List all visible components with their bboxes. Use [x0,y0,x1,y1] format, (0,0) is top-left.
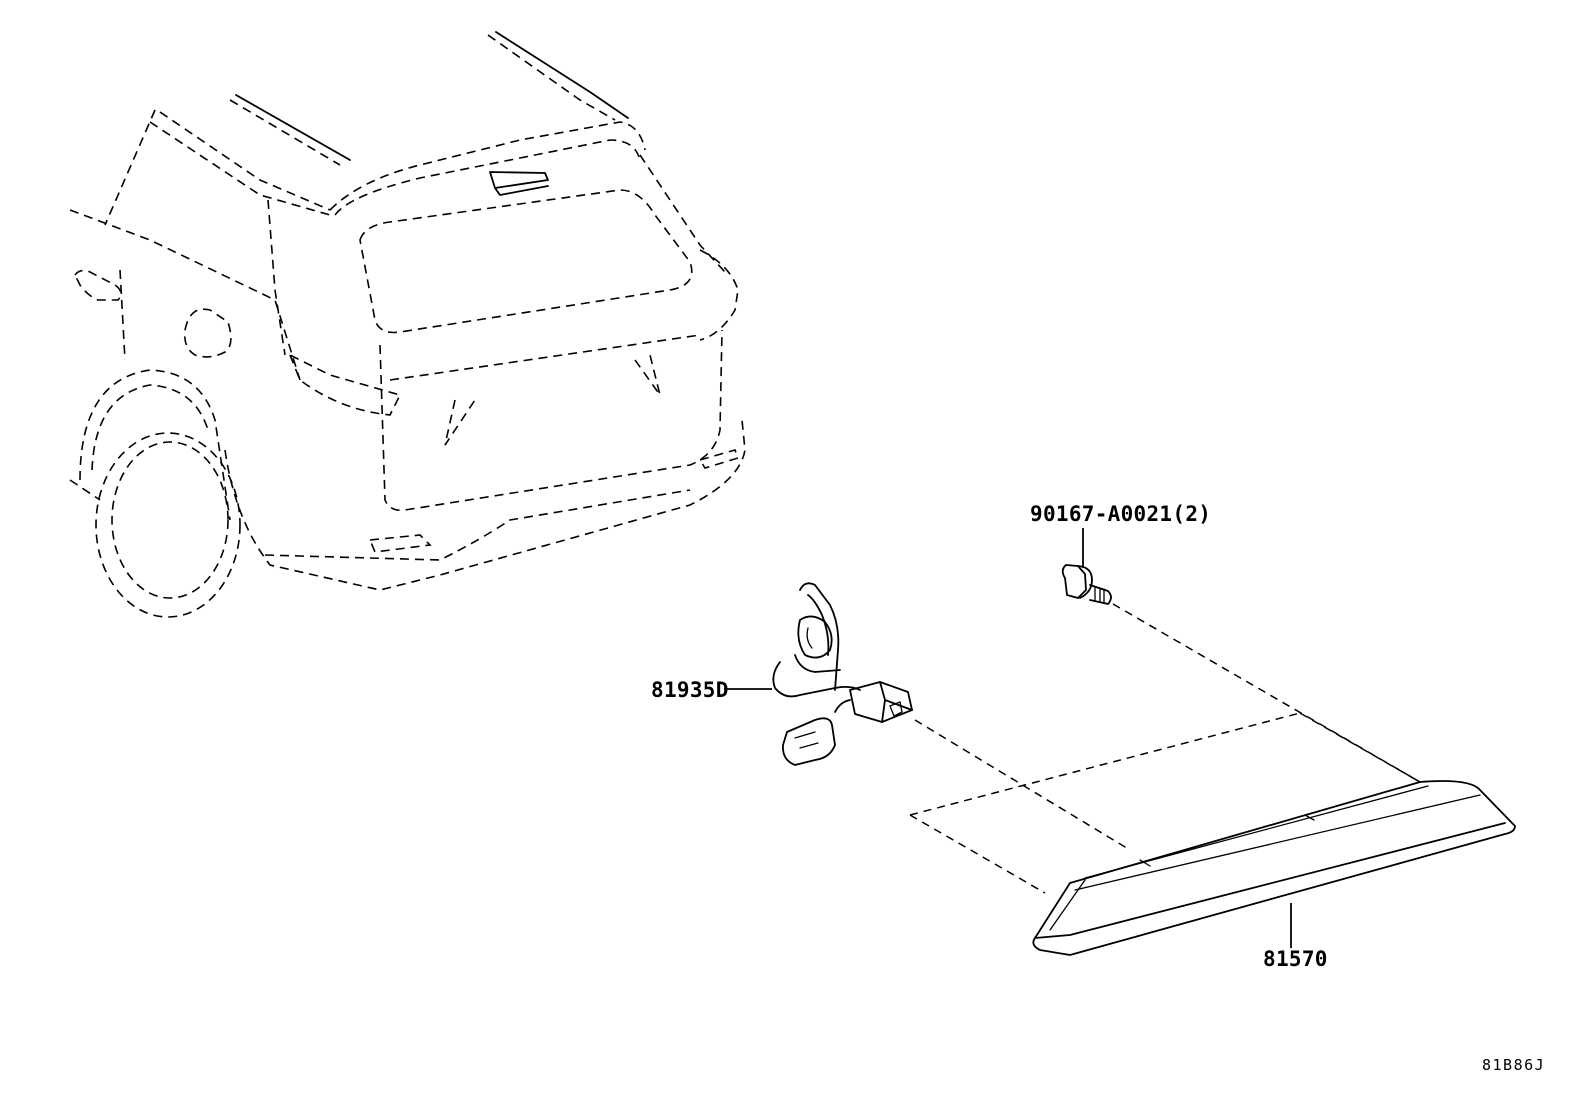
bolt-part-number: 90167-A0021(2) [1030,502,1211,526]
bolt-icon [1061,564,1112,605]
lamp-part-number: 81570 [1263,947,1328,971]
socket-wire-icon [772,582,913,766]
socket-part-number: 81935D [651,678,729,702]
stop-lamp-icon [1032,780,1516,956]
diagram-ref-code: 81B86J [1482,1056,1545,1074]
suv-rear-view-icon [69,31,746,618]
